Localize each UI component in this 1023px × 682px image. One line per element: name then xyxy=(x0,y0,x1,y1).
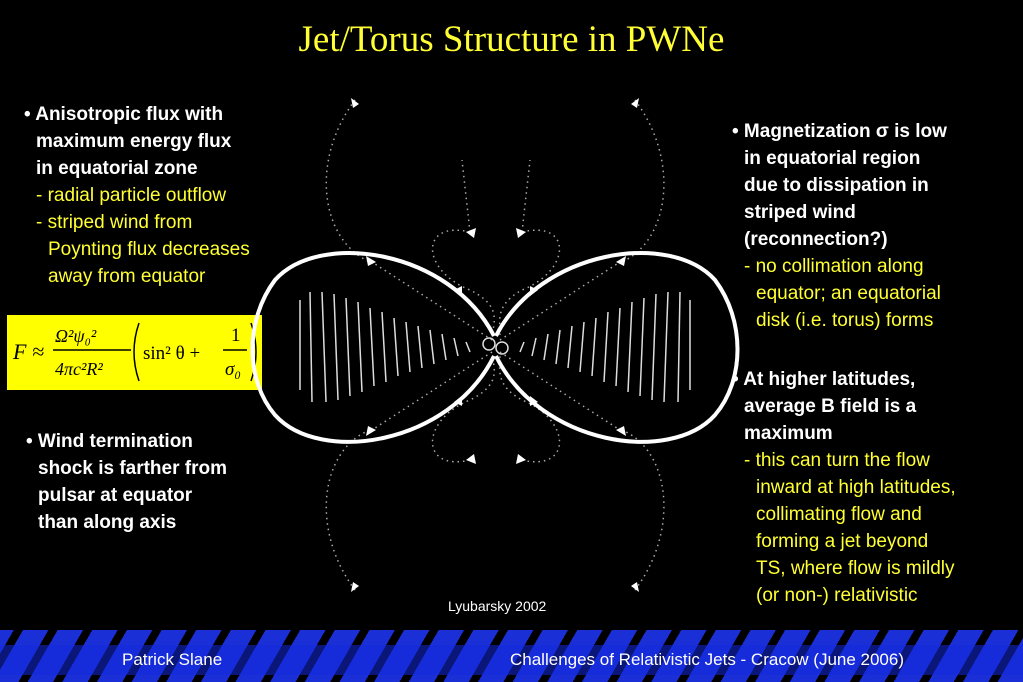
bullet-line: due to dissipation in xyxy=(744,175,929,196)
pulsar-circle xyxy=(482,337,496,351)
flow-line xyxy=(371,351,493,431)
flow-line xyxy=(431,229,496,336)
sub-bullet-line: Poynting flux decreases xyxy=(48,239,250,260)
formula-graphic: F ≈ Ω²ψ₀² 4πc²R² sin² θ + 1 σ₀ xyxy=(12,322,257,382)
flow-line xyxy=(498,354,561,463)
energy-flux-formula: F ≈ Ω²ψ₀² 4πc²R² sin² θ + 1 σ₀ xyxy=(6,314,263,391)
jet-torus-diagram xyxy=(250,98,740,592)
figure-credit: Lyubarsky 2002 xyxy=(448,598,547,614)
bullet-line: striped wind xyxy=(744,202,856,223)
termination-shock-bullet: • Wind termination shock is farther from… xyxy=(26,428,296,536)
arrow-icon xyxy=(616,426,626,436)
sub-bullet-line: disk (i.e. torus) forms xyxy=(756,310,934,331)
sub-bullet-line: - this can turn the flow xyxy=(744,450,930,471)
formula-denominator: 4πc²R² xyxy=(55,359,103,379)
bullet-line: maximum energy flux xyxy=(36,131,232,152)
formula-frac-num: 1 xyxy=(231,325,241,346)
termination-shock-right xyxy=(494,251,740,444)
sub-bullet-line: - radial particle outflow xyxy=(36,185,227,206)
flow-line xyxy=(521,159,531,233)
arrow-icon xyxy=(351,582,359,592)
formula-frac-den: σ₀ xyxy=(225,359,241,380)
flow-line xyxy=(325,99,371,263)
striped-wind-right xyxy=(519,291,691,403)
flow-line xyxy=(371,261,493,341)
bullet-line: • Magnetization σ is low xyxy=(732,121,947,142)
sub-bullet-line: forming a jet beyond xyxy=(756,531,929,552)
arrow-icon xyxy=(466,228,476,238)
arrow-icon xyxy=(351,98,359,108)
pulsar-circle xyxy=(495,341,509,355)
flow-line xyxy=(498,229,561,336)
striped-wind-left xyxy=(299,291,471,403)
bullet-line: • Anisotropic flux with xyxy=(24,104,224,125)
sub-bullet-line: away from equator xyxy=(48,266,206,287)
arrow-icon xyxy=(616,256,626,266)
bullet-line: • At higher latitudes, xyxy=(732,369,916,390)
bullet-line: in equatorial zone xyxy=(36,158,198,179)
footer-band xyxy=(0,645,1023,675)
sub-bullet-line: equator; an equatorial xyxy=(756,283,941,304)
arrow-icon xyxy=(516,228,526,238)
arrow-icon xyxy=(466,454,476,464)
sub-bullet-line: - no collimation along xyxy=(744,256,924,277)
arrow-icon xyxy=(366,256,376,266)
arrow-icon xyxy=(366,426,376,436)
arrow-icon xyxy=(631,98,639,108)
flow-line xyxy=(499,261,621,341)
footer-event: Challenges of Relativistic Jets - Cracow… xyxy=(510,650,905,669)
formula-lhs: F ≈ xyxy=(12,339,44,364)
arrow-icon xyxy=(516,454,526,464)
formula-numerator: Ω²ψ₀² xyxy=(55,326,97,346)
arrow-icon xyxy=(631,582,639,592)
higher-latitudes-bullet: • At higher latitudes, average B field i… xyxy=(732,366,1022,609)
sub-bullet-line: TS, where flow is mildly xyxy=(756,558,955,579)
page-title: Jet/Torus Structure in PWNe xyxy=(298,19,725,60)
bullet-line: average B field is a xyxy=(744,396,917,417)
bullet-line: (reconnection?) xyxy=(744,229,888,250)
sub-bullet-line: collimating flow and xyxy=(756,504,922,525)
termination-shock-left xyxy=(250,251,496,444)
flow-line xyxy=(499,351,621,431)
bullet-line: shock is farther from xyxy=(38,458,227,479)
bullet-line: than along axis xyxy=(38,512,177,533)
anisotropic-flux-bullet: • Anisotropic flux with maximum energy f… xyxy=(24,101,314,290)
bullet-line: • Wind termination xyxy=(26,431,193,452)
flow-line xyxy=(621,429,665,591)
magnetization-bullet: • Magnetization σ is low in equatorial r… xyxy=(732,118,1022,334)
footer-author: Patrick Slane xyxy=(122,650,223,669)
bullet-line: maximum xyxy=(744,423,833,444)
bullet-line: pulsar at equator xyxy=(38,485,193,506)
flow-line xyxy=(621,99,665,263)
formula-bracket-term: sin² θ + xyxy=(143,343,200,364)
bullet-line: in equatorial region xyxy=(744,148,921,169)
flow-line xyxy=(325,429,371,591)
sub-bullet-line: (or non-) relativistic xyxy=(756,585,918,606)
sub-bullet-line: - striped wind from xyxy=(36,212,193,233)
flow-line xyxy=(461,159,471,233)
sub-bullet-line: inward at high latitudes, xyxy=(756,477,956,498)
